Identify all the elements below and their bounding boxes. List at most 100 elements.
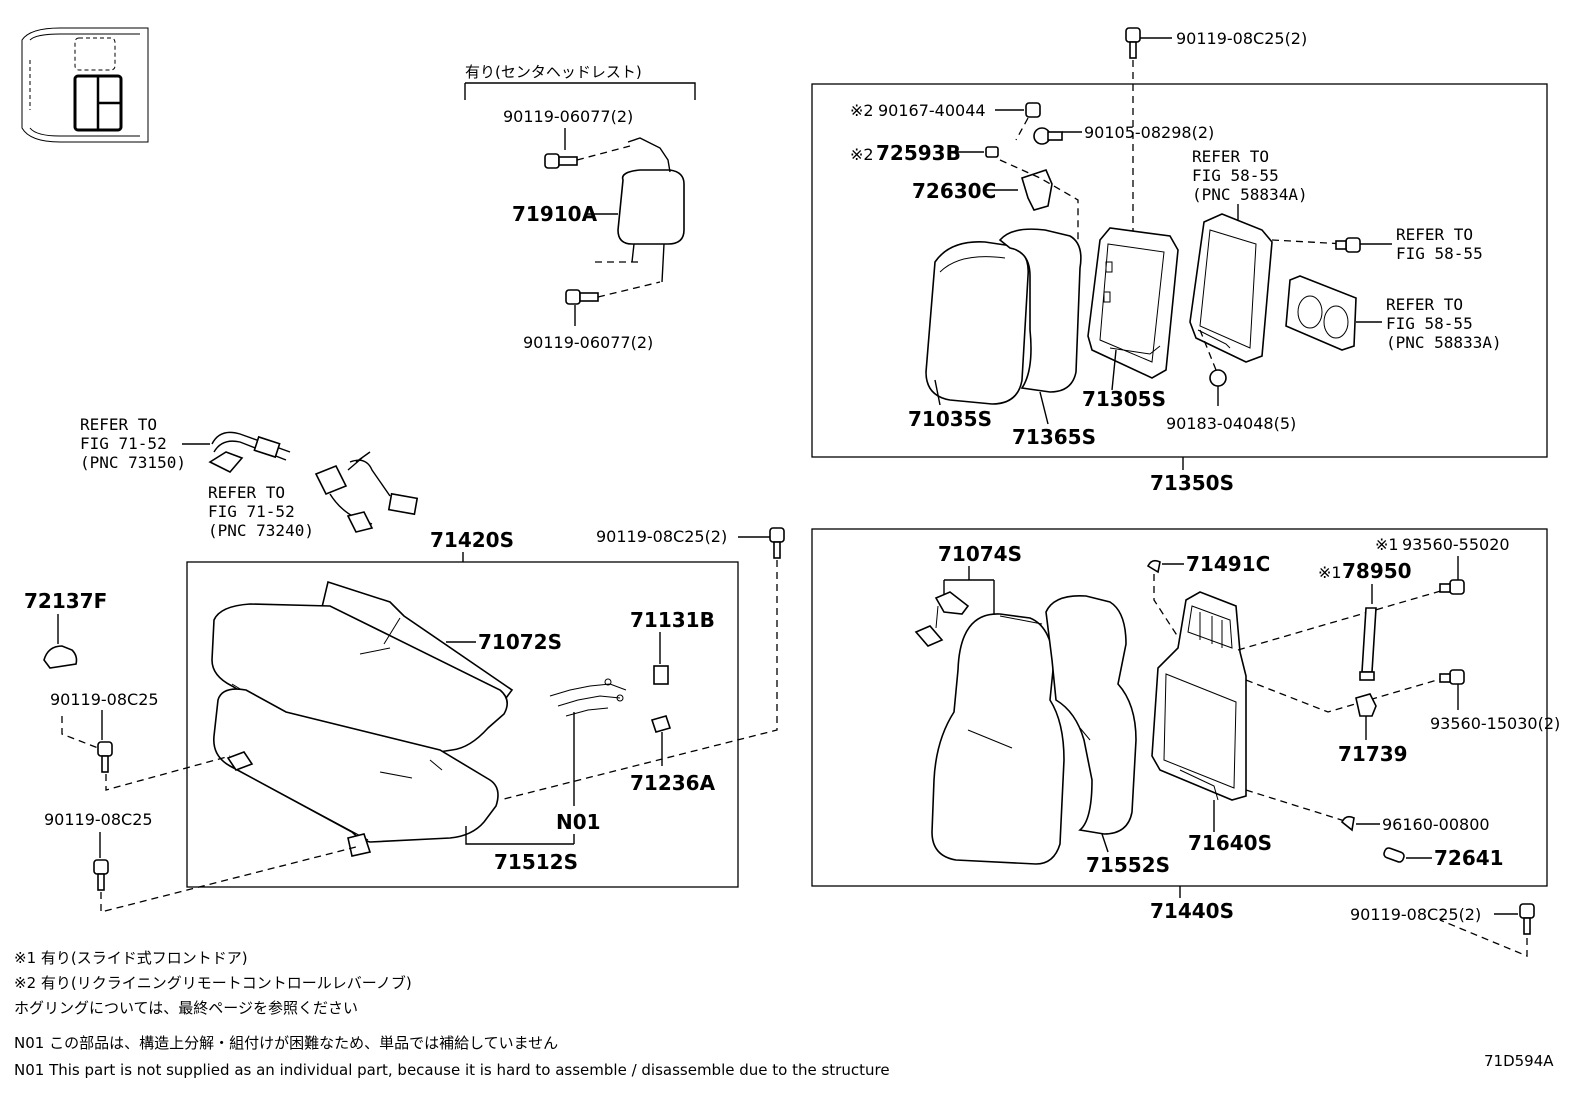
label-71131b: 71131B — [630, 608, 715, 632]
ref-58833a-line1: REFER TO — [1386, 295, 1463, 314]
mark-2a: ※2 — [850, 101, 874, 120]
seatback-pad-71552s — [1045, 595, 1137, 835]
bolt-icon — [93, 859, 109, 891]
mark-1b: ※1 — [1318, 563, 1342, 582]
label-71420s: 71420S — [430, 528, 514, 552]
label-n01: N01 — [556, 810, 601, 834]
bolt-icon — [769, 527, 785, 559]
vehicle-locator-icon — [21, 27, 149, 143]
label-90105-08298: 90105-08298(2) — [1084, 123, 1214, 142]
ref-73150-line3: (PNC 73150) — [80, 453, 186, 472]
screw-icon — [1033, 127, 1063, 145]
label-78950: 78950 — [1342, 559, 1412, 583]
clip-96160 — [1340, 815, 1355, 832]
seat-belt-buckle-73240 — [314, 451, 419, 533]
bolt-icon — [1439, 579, 1465, 595]
rod-78950 — [1359, 607, 1377, 681]
seatback-cover-71035s — [925, 241, 1029, 405]
screw-icon — [1025, 102, 1041, 118]
tag-71131b — [653, 665, 669, 685]
seat-cushion-pad-71512s — [213, 688, 499, 857]
clip-71236a — [650, 715, 672, 733]
ref-5855-line1: REFER TO — [1396, 225, 1473, 244]
label-71440s: 71440S — [1150, 899, 1234, 923]
note-2: ※2 有り(リクライニングリモートコントロールレバーノブ) — [14, 974, 412, 992]
headrest-note: 有り(センタヘッドレスト) — [465, 63, 642, 81]
ref-73240-line1: REFER TO — [208, 483, 285, 502]
bolt-icon — [1125, 27, 1141, 59]
screw-icon — [1335, 237, 1361, 253]
ref-58834a-line1: REFER TO — [1192, 147, 1269, 166]
seatback-cover-71552s — [931, 613, 1065, 865]
label-90119-08c25-left2: 90119-08C25 — [44, 810, 153, 829]
knob-icon — [985, 146, 999, 158]
label-90119-06077-lower: 90119-06077(2) — [523, 333, 653, 352]
label-72641: 72641 — [1434, 846, 1504, 870]
label-90183-04048: 90183-04048(5) — [1166, 414, 1296, 433]
label-90119-08c25-top: 90119-08C25(2) — [1176, 29, 1307, 48]
label-93560-55020: 93560-55020 — [1402, 535, 1510, 554]
label-71035s: 71035S — [908, 407, 992, 431]
bolt-icon — [1439, 669, 1465, 685]
ref-73240-line2: FIG 71-52 — [208, 502, 295, 521]
bolt-icon — [1519, 903, 1535, 935]
knob-71739 — [1355, 693, 1377, 717]
ref-58834a-line3: (PNC 58834A) — [1192, 185, 1308, 204]
bolt-icon — [97, 741, 113, 773]
cap-72137f — [43, 645, 78, 669]
label-71512s: 71512S — [494, 850, 578, 874]
mark-1a: ※1 — [1375, 535, 1399, 554]
ref-5855-line2: FIG 58-55 — [1396, 244, 1483, 263]
label-90167-40044: 90167-40044 — [878, 101, 986, 120]
seatback-pad-71365s — [998, 228, 1082, 393]
label-71739: 71739 — [1338, 742, 1408, 766]
label-71365s: 71365S — [1012, 425, 1096, 449]
seatback-frame-71305s — [1087, 227, 1179, 379]
mark-2b: ※2 — [850, 145, 874, 164]
bracket-71074s — [914, 591, 970, 647]
ref-58834a-line2: FIG 58-55 — [1192, 166, 1279, 185]
ref-73240-line3: (PNC 73240) — [208, 521, 314, 540]
label-90119-08c25-left1: 90119-08C25 — [50, 690, 159, 709]
label-93560-15030: 93560-15030(2) — [1430, 714, 1560, 733]
label-90119-06077-upper: 90119-06077(2) — [503, 107, 633, 126]
cup-holder-58833a — [1285, 275, 1357, 351]
seatback-frame-71640s — [1151, 591, 1247, 801]
label-96160-00800: 96160-00800 — [1382, 815, 1490, 834]
label-71074s: 71074S — [938, 542, 1022, 566]
label-71910a: 71910A — [512, 202, 598, 226]
pin-72641 — [1383, 847, 1405, 863]
figure-code: 71D594A — [1484, 1052, 1554, 1070]
ref-73150-line2: FIG 71-52 — [80, 434, 167, 453]
note-3: ホグリングについては、最終ページを参照ください — [14, 999, 358, 1017]
note-1: ※1 有り(スライド式フロントドア) — [14, 949, 248, 967]
label-71491c: 71491C — [1186, 552, 1270, 576]
label-72593b: 72593B — [876, 141, 961, 165]
label-71640s: 71640S — [1188, 831, 1272, 855]
clip-icon — [1209, 369, 1227, 387]
label-71552s: 71552S — [1086, 853, 1170, 877]
seatback-board-58834a — [1189, 213, 1273, 363]
group-box-71350s — [811, 83, 1548, 458]
label-71236a: 71236A — [630, 771, 716, 795]
bolt-icon — [544, 153, 578, 169]
ref-73150-line1: REFER TO — [80, 415, 157, 434]
ref-58833a-line2: FIG 58-55 — [1386, 314, 1473, 333]
label-71350s: 71350S — [1150, 471, 1234, 495]
ring-71491c — [1146, 559, 1161, 574]
seat-belt-73150 — [208, 431, 291, 473]
label-71305s: 71305S — [1082, 387, 1166, 411]
headrest-71910a — [617, 137, 685, 283]
label-90119-08c25-br: 90119-08C25(2) — [1350, 905, 1481, 924]
label-72630c: 72630C — [912, 179, 996, 203]
bolt-icon — [565, 289, 599, 305]
label-72137f: 72137F — [24, 589, 107, 613]
note-4: N01 この部品は、構造上分解・組付けが困難なため、単品では補給していません — [14, 1034, 558, 1052]
note-5: N01 This part is not supplied as an indi… — [14, 1061, 890, 1079]
label-71072s: 71072S — [478, 630, 562, 654]
seat-cushion-cover-71072s — [211, 580, 514, 765]
wire-harness-n01 — [549, 678, 627, 717]
ref-58833a-line3: (PNC 58833A) — [1386, 333, 1502, 352]
label-90119-08c25-mid: 90119-08C25(2) — [596, 527, 727, 546]
